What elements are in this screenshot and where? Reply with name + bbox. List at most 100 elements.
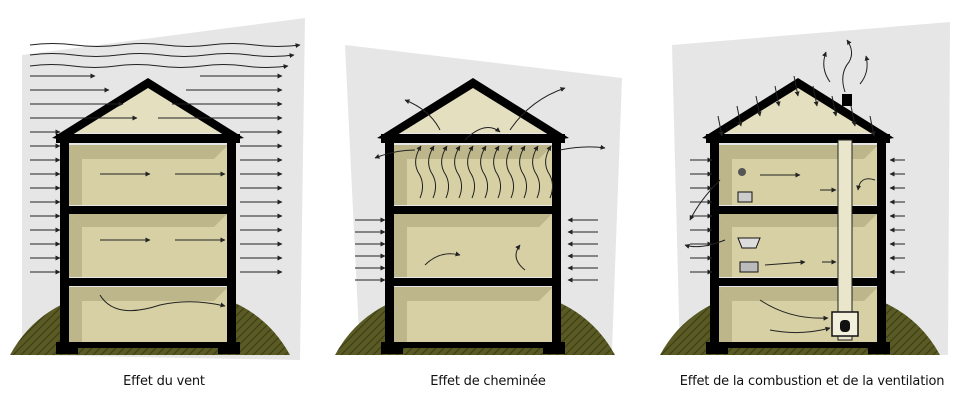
panel-wind-effect [10,18,305,360]
exhaust-arrow [822,51,831,83]
dryer-fixture [739,261,759,273]
roof-beam [706,134,890,143]
wind-arrow [29,43,301,49]
attic [391,88,555,133]
floor-slab [385,206,561,214]
wall-shading [393,145,407,205]
roof-beam [56,134,240,143]
rising-air-arrow [467,145,476,199]
interior-airflow-arrow [769,326,831,334]
panel-combustion-ventilation [660,22,950,355]
ceiling-shading [68,145,228,159]
exhaust-arrow [859,55,870,85]
right-wall [227,138,236,348]
escaping-air-arrow [559,144,606,151]
chimney-cap [842,94,852,106]
incoming-air-arrow [831,95,838,117]
rising-air-arrow [454,145,463,199]
interior-airflow-arrow [759,299,829,321]
incoming-air-arrow [850,105,857,127]
rising-air-arrow [493,145,502,199]
footing [706,348,728,354]
escaping-air-arrow [509,87,566,131]
wall-shading [393,213,407,277]
wall-shading [718,213,732,277]
ceiling-shading [393,213,553,227]
incoming-air-arrow [812,85,819,107]
caption-combustion-ventilation-effect: Effet de la combustion et de la ventilat… [679,374,945,389]
attic [66,88,230,133]
footing [56,348,78,354]
chimney-flue [837,139,853,341]
furnace-door [840,320,850,332]
incoming-air-arrow [717,115,724,137]
toilet-fixture [737,191,753,203]
escaping-air-arrow [374,149,416,159]
incoming-air-arrow [774,85,781,107]
rising-air-arrow [415,145,424,199]
incoming-air-arrow [869,115,876,137]
foundation [381,342,565,348]
ceiling-shading [718,145,878,159]
rising-air-arrow [428,145,437,199]
wall-shading [68,213,82,277]
left-wall [710,138,719,348]
ceiling-shading [718,213,878,227]
interior-airflow-arrow [99,294,226,312]
caption-stack-effect: Effet de cheminée [430,374,546,389]
outgoing-air-arrow [684,239,726,249]
footing [868,348,890,354]
incoming-air-arrow [736,105,743,127]
caption-wind-effect: Effet du vent [123,374,205,389]
rising-air-arrow [441,145,450,199]
attic [716,88,880,133]
foundation [706,342,890,348]
floor-slab [710,278,886,286]
left-wall [60,138,69,348]
rising-air-arrow [545,145,554,199]
ceiling-shading [393,287,553,301]
ceiling-shading [393,145,553,159]
interior-airflow-arrow [424,251,461,266]
rising-air-arrow [519,145,528,199]
interior-airflow-arrow [856,178,876,191]
rising-air-arrow [506,145,515,199]
wind-arrow [29,64,289,70]
incoming-air-arrow [755,95,762,117]
right-wall [552,138,561,348]
roof-beam [381,134,565,143]
roof [377,78,569,140]
rising-air-arrow [532,145,541,199]
vent-fixture [738,168,746,176]
right-wall [877,138,886,348]
footing [543,348,565,354]
wall-shading [68,145,82,205]
floor-slab [60,278,236,286]
floor-slab [385,278,561,286]
floor-slab [710,206,886,214]
wall-shading [68,287,82,342]
footing [218,348,240,354]
ceiling-shading [68,213,228,227]
wall-shading [718,145,732,205]
floor-slab [60,206,236,214]
left-wall [385,138,394,348]
ceiling-shading [68,287,228,301]
escaping-air-arrow [464,127,501,141]
outgoing-air-arrow [689,179,721,221]
footing [381,348,403,354]
interior-airflow-arrow [515,244,526,271]
wall-shading [393,287,407,342]
panel-stack-effect [335,45,622,355]
rising-air-arrow [480,145,489,199]
foundation [56,342,240,348]
ceiling-shading [718,287,878,301]
roof [52,78,244,140]
escaping-air-arrow [404,99,441,131]
exhaust-arrow [842,39,853,93]
incoming-air-arrow [793,75,800,97]
range-hood-fixture [737,237,761,249]
wind-arrow [29,53,295,59]
